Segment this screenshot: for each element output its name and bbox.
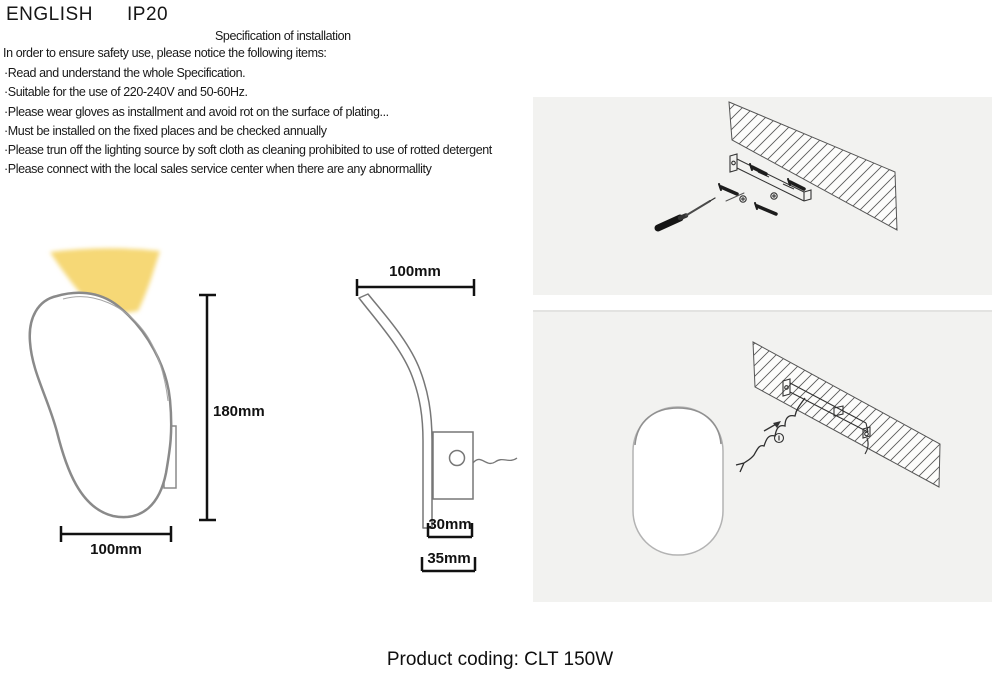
step-marker [773,432,785,444]
base-depth-dimension [420,557,477,573]
mounting-hole [448,449,466,467]
width-dimension [59,526,173,542]
mounting-bracket [782,378,871,455]
bracket-depth-label: 30mm [428,516,471,533]
hatched-wall [728,101,898,231]
safety-item: ·Please trun off the lighting source by … [4,143,492,158]
side-width-dimension [355,279,476,296]
safety-items-list: ·Read and understand the whole Specifica… [4,64,492,180]
safety-item: ·Suitable for the use of 220-240V and 50… [4,85,248,100]
install-step-1-drawing [654,101,898,232]
language-label: ENGLISH [6,4,93,25]
side-view-figure: 100mm 30mm 35mm [355,263,518,573]
height-dimension-label: 180mm [213,403,265,420]
lamp-inner-rim [62,296,169,402]
safety-item: ·Please connect with the local sales ser… [4,162,432,177]
nuts [739,192,778,203]
product-coding: Product coding: CLT 150W [386,649,614,670]
light-glow [50,248,160,314]
lamp-profile [358,293,433,529]
install-step-2-panel [533,310,992,602]
screws [718,163,806,216]
safety-item: ·Please wear gloves as installment and a… [4,104,389,119]
install-step-1-panel [533,97,992,295]
front-view-figure: 180mm 100mm [28,248,265,558]
safety-item: ·Must be installed on the fixed places a… [4,123,327,138]
lamp-body [632,406,724,556]
spec-title: Specification of installation [215,29,351,43]
install-step-2-drawing [632,341,941,556]
power-wire [472,457,518,465]
base-depth-label: 35mm [427,550,470,567]
direction-arrow [763,421,781,432]
width-dimension-label: 100mm [90,541,142,558]
driver-box [432,431,474,500]
spec-intro: In order to ensure safety use, please no… [3,46,327,60]
screwdriver [654,197,716,232]
safety-item: ·Read and understand the whole Specifica… [4,66,246,80]
hatched-wall [752,341,941,488]
height-dimension [199,293,216,522]
lamp-outline [28,291,173,519]
ip-rating-label: IP20 [127,4,169,25]
bracket-depth-dimension [426,523,474,539]
side-width-label: 100mm [389,263,441,280]
